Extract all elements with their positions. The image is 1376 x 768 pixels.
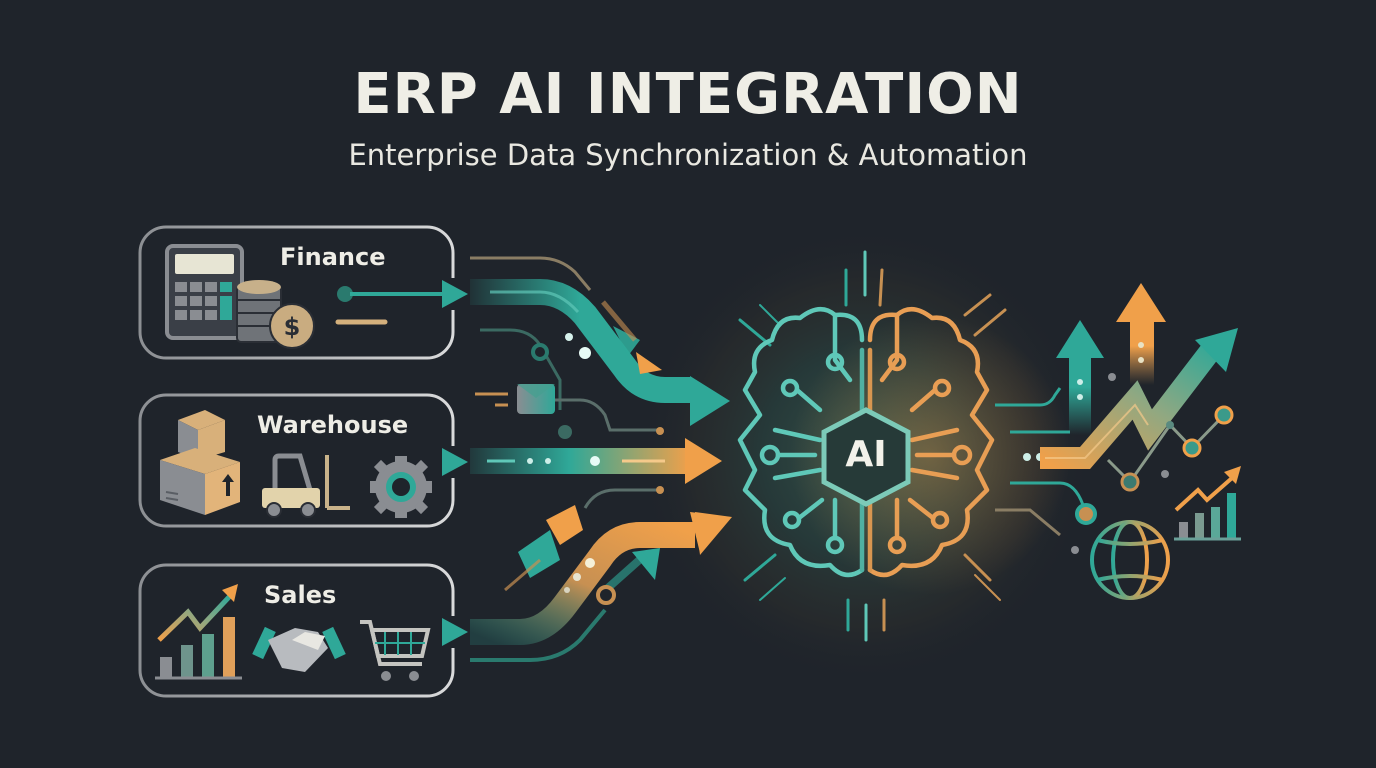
trend-arrow-icon [1040, 328, 1238, 469]
page-title: ERP AI INTEGRATION [353, 62, 1023, 127]
handshake-icon [252, 626, 346, 672]
output-connectors [995, 387, 1097, 554]
up-arrow-orange-icon [1116, 283, 1166, 385]
boxes-icon [160, 410, 240, 515]
line-chart-icon [1106, 405, 1234, 492]
module-sales: Sales [140, 565, 453, 696]
gear-icon [370, 456, 432, 518]
svg-text:$: $ [284, 313, 301, 341]
module-sales-label: Sales [264, 581, 337, 609]
up-arrow-teal-icon [1056, 320, 1104, 435]
dollar-coin-icon: $ [269, 303, 315, 349]
forklift-icon [262, 453, 350, 518]
shopping-cart-icon [360, 620, 431, 681]
ai-core-label: AI [845, 434, 887, 475]
globe-icon [1090, 520, 1170, 600]
page-subtitle: Enterprise Data Synchronization & Automa… [348, 138, 1028, 172]
module-warehouse: Warehouse [140, 395, 453, 526]
data-flow-arrows [470, 256, 732, 662]
ai-core-hexagon [821, 407, 911, 507]
growth-bar-chart-icon [155, 584, 242, 680]
module-finance: Finance [140, 227, 453, 358]
module-warehouse-label: Warehouse [257, 411, 409, 439]
mini-bar-chart-icon [1174, 466, 1241, 541]
module-finance-label: Finance [280, 243, 386, 271]
